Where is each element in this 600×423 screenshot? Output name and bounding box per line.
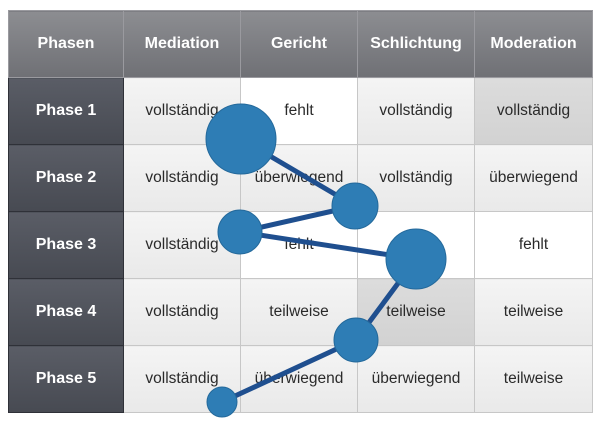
table-cell: überwiegend: [357, 345, 475, 413]
column-header-gericht: Gericht: [240, 10, 358, 78]
table-cell: vollständig: [123, 345, 241, 413]
table-cell: [357, 211, 475, 279]
header-row: Phasen Mediation Gericht Schlichtung Mod…: [8, 10, 593, 78]
column-header-mediation: Mediation: [123, 10, 241, 78]
table-cell: vollständig: [357, 144, 475, 212]
table-cell: teilweise: [474, 345, 593, 413]
table-cell: vollständig: [474, 77, 593, 145]
row-header-phase-2: Phase 2: [8, 144, 124, 212]
column-header-schlichtung: Schlichtung: [357, 10, 475, 78]
table-cell: fehlt: [240, 211, 358, 279]
table-cell: teilweise: [357, 278, 475, 346]
table-cell: überwiegend: [240, 144, 358, 212]
corner-header: Phasen: [8, 10, 124, 78]
table-cell: teilweise: [474, 278, 593, 346]
row-header-phase-5: Phase 5: [8, 345, 124, 413]
table-cell: vollständig: [123, 77, 241, 145]
table-cell: überwiegend: [474, 144, 593, 212]
table-row: Phase 2 vollständig überwiegend vollstän…: [8, 144, 593, 212]
table-cell: vollständig: [123, 211, 241, 279]
table-row: Phase 4 vollständig teilweise teilweise …: [8, 278, 593, 346]
table-row: Phase 3 vollständig fehlt fehlt: [8, 211, 593, 279]
table-cell: fehlt: [240, 77, 358, 145]
table-cell: teilweise: [240, 278, 358, 346]
column-header-moderation: Moderation: [474, 10, 593, 78]
table-cell: überwiegend: [240, 345, 358, 413]
row-header-phase-4: Phase 4: [8, 278, 124, 346]
row-header-phase-3: Phase 3: [8, 211, 124, 279]
table-cell: fehlt: [474, 211, 593, 279]
phase-matrix-table: Phasen Mediation Gericht Schlichtung Mod…: [8, 10, 593, 413]
table-cell: vollständig: [123, 278, 241, 346]
table-row: Phase 5 vollständig überwiegend überwieg…: [8, 345, 593, 413]
row-header-phase-1: Phase 1: [8, 77, 124, 145]
table-cell: vollständig: [123, 144, 241, 212]
table-cell: vollständig: [357, 77, 475, 145]
table-row: Phase 1 vollständig fehlt vollständig vo…: [8, 77, 593, 145]
